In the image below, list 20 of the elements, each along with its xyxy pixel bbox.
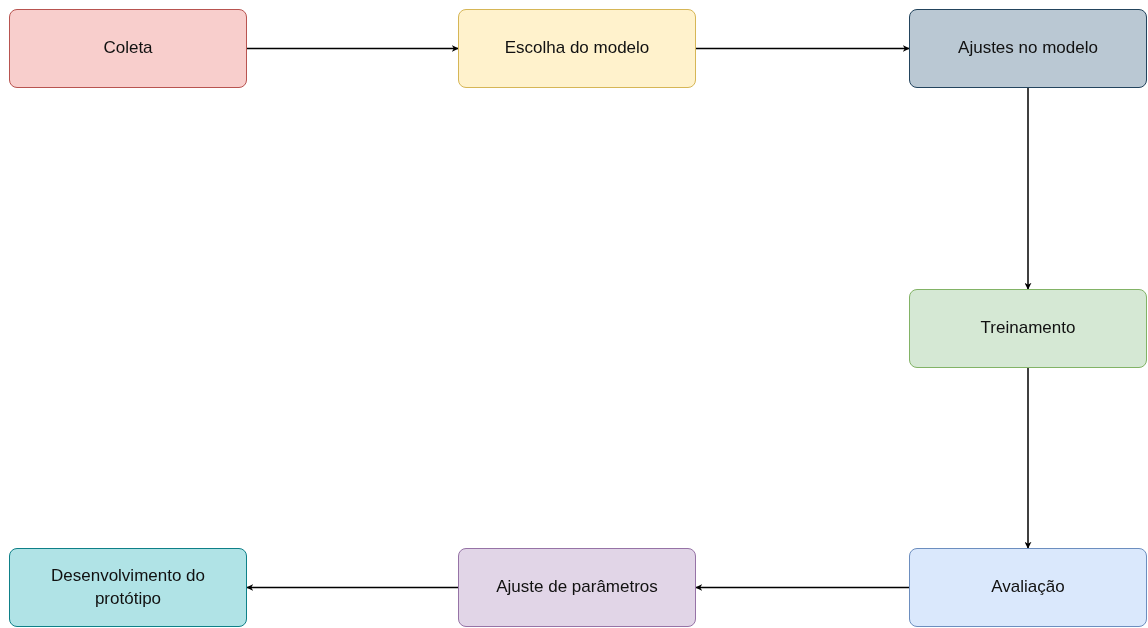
box-label: Avaliação — [991, 576, 1065, 599]
box-label: Escolha do modelo — [504, 37, 650, 60]
arrow — [1024, 87, 1032, 290]
box-label: Desenvolvimento do protótipo — [50, 565, 206, 610]
process-box — [458, 9, 696, 88]
process-box — [909, 9, 1147, 88]
arrow — [1024, 367, 1032, 549]
process-box — [909, 289, 1147, 368]
box-label: Treinamento — [980, 317, 1076, 340]
arrow — [246, 584, 459, 591]
arrow — [695, 45, 910, 52]
process-box — [458, 548, 696, 627]
process-box — [9, 548, 247, 627]
box-label: Ajustes no modelo — [958, 37, 1098, 60]
arrow — [246, 45, 459, 52]
box-label: Ajuste de parâmetros — [496, 576, 658, 599]
box-label: Coleta — [103, 37, 153, 60]
process-box — [9, 9, 247, 88]
arrow — [695, 584, 910, 591]
process-box — [909, 548, 1147, 627]
